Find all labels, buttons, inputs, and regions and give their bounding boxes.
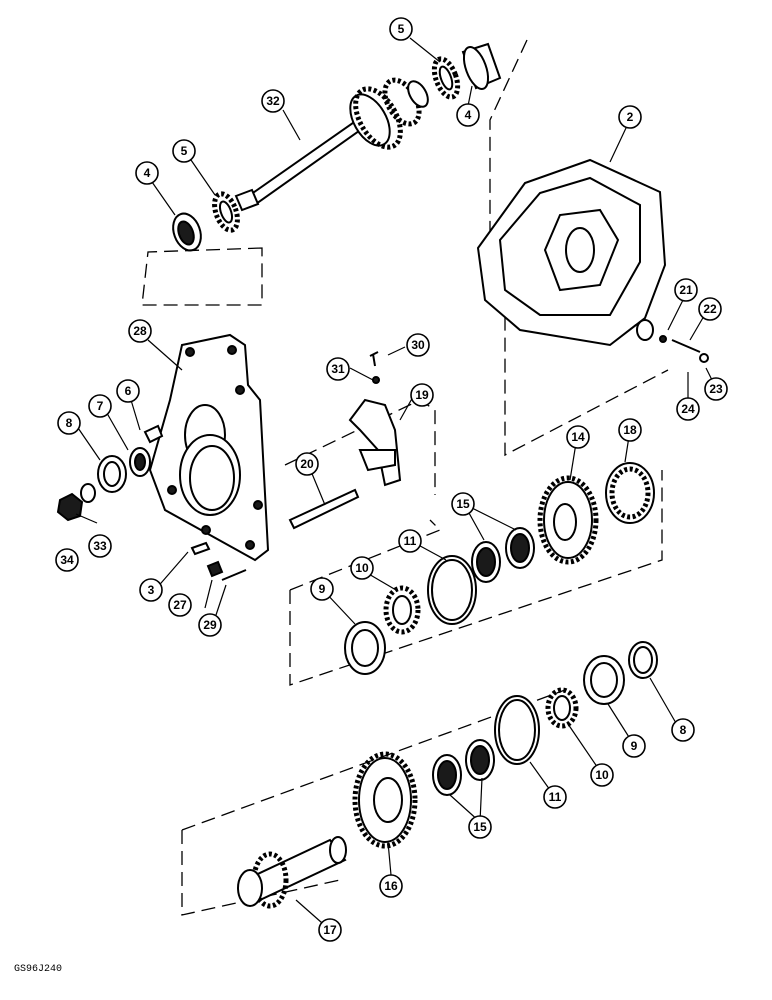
- callout-15-lower: 15: [468, 815, 492, 839]
- callout-20: 20: [295, 452, 319, 476]
- callout-label: 27: [173, 598, 187, 612]
- callout-label: 3: [148, 583, 155, 597]
- callout-21: 21: [674, 278, 698, 302]
- callout-label: 34: [60, 553, 74, 567]
- group-outlines: [141, 39, 669, 916]
- figure-code: GS96J240: [14, 964, 63, 975]
- callout-27: 27: [168, 593, 192, 617]
- callout-19: 19: [410, 383, 434, 407]
- callout-label: 15: [473, 820, 487, 834]
- cover-plate: [148, 333, 270, 562]
- callout-6: 6: [116, 379, 140, 403]
- upper-bearings: [172, 42, 502, 252]
- callout-label: 18: [623, 423, 637, 437]
- callout-label: 23: [709, 382, 723, 396]
- callout-31: 31: [326, 357, 350, 381]
- shift-fork-assembly: [288, 351, 402, 530]
- callout-label: 14: [571, 430, 585, 444]
- output-shaft: [237, 836, 347, 909]
- callout-5-top: 5: [389, 17, 413, 41]
- callout-label: 21: [679, 283, 693, 297]
- callout-23: 23: [704, 377, 728, 401]
- callout-label: 5: [181, 144, 188, 158]
- callout-label: 7: [97, 399, 104, 413]
- callout-label: 22: [703, 302, 717, 316]
- main-shaft: [234, 77, 429, 212]
- callout-label: 29: [203, 618, 217, 632]
- callout-10-lower: 10: [590, 763, 614, 787]
- callout-11-lower: 11: [543, 785, 567, 809]
- callout-label: 19: [415, 388, 429, 402]
- callout-label: 28: [133, 324, 147, 338]
- callout-5: 5: [172, 139, 196, 163]
- callout-label: 15: [456, 497, 470, 511]
- callout-label: 10: [595, 768, 609, 782]
- callout-18: 18: [618, 418, 642, 442]
- callout-label: 30: [411, 338, 425, 352]
- upper-bearing-pack: [344, 462, 655, 675]
- callout-label: 4: [144, 166, 151, 180]
- callout-32: 32: [261, 89, 285, 113]
- callout-3: 3: [139, 578, 163, 602]
- callout-label: 32: [266, 94, 280, 108]
- callout-4-top: 4: [456, 103, 480, 127]
- callout-34: 34: [55, 548, 79, 572]
- callout-14: 14: [566, 425, 590, 449]
- callout-29: 29: [198, 613, 222, 637]
- callout-label: 5: [398, 22, 405, 36]
- left-fasteners: [56, 424, 247, 581]
- lower-bearing-pack: [352, 641, 658, 849]
- callout-8: 8: [57, 411, 81, 435]
- callout-33: 33: [88, 534, 112, 558]
- callout-9-lower: 9: [622, 734, 646, 758]
- callout-label: 16: [384, 879, 398, 893]
- callout-label: 17: [323, 923, 337, 937]
- callout-label: 9: [631, 739, 638, 753]
- callout-label: 6: [125, 384, 132, 398]
- callout-label: 11: [549, 790, 562, 804]
- callout-label: 24: [681, 402, 695, 416]
- callout-22: 22: [698, 297, 722, 321]
- callout-label: 11: [404, 534, 417, 548]
- callout-2: 2: [618, 105, 642, 129]
- callout-16: 16: [379, 874, 403, 898]
- callout-label: 8: [680, 723, 687, 737]
- callout-label: 9: [319, 582, 326, 596]
- callout-label: 4: [465, 108, 472, 122]
- callout-label: 2: [627, 110, 634, 124]
- callout-9: 9: [310, 577, 334, 601]
- callout-label: 20: [300, 457, 314, 471]
- callout-label: 8: [66, 416, 73, 430]
- callout-7: 7: [88, 394, 112, 418]
- callout-15: 15: [451, 492, 475, 516]
- callout-label: 33: [93, 539, 107, 553]
- callout-30: 30: [406, 333, 430, 357]
- callout-label: 10: [355, 561, 369, 575]
- callout-label: 31: [331, 362, 345, 376]
- callout-4: 4: [135, 161, 159, 185]
- callout-11: 11: [398, 529, 422, 553]
- callout-24: 24: [676, 397, 700, 421]
- detent-parts: [659, 335, 709, 363]
- callout-17: 17: [318, 918, 342, 942]
- gearbox-housing: [476, 158, 667, 347]
- callout-10: 10: [350, 556, 374, 580]
- callout-28: 28: [128, 319, 152, 343]
- callout-8-lower: 8: [671, 718, 695, 742]
